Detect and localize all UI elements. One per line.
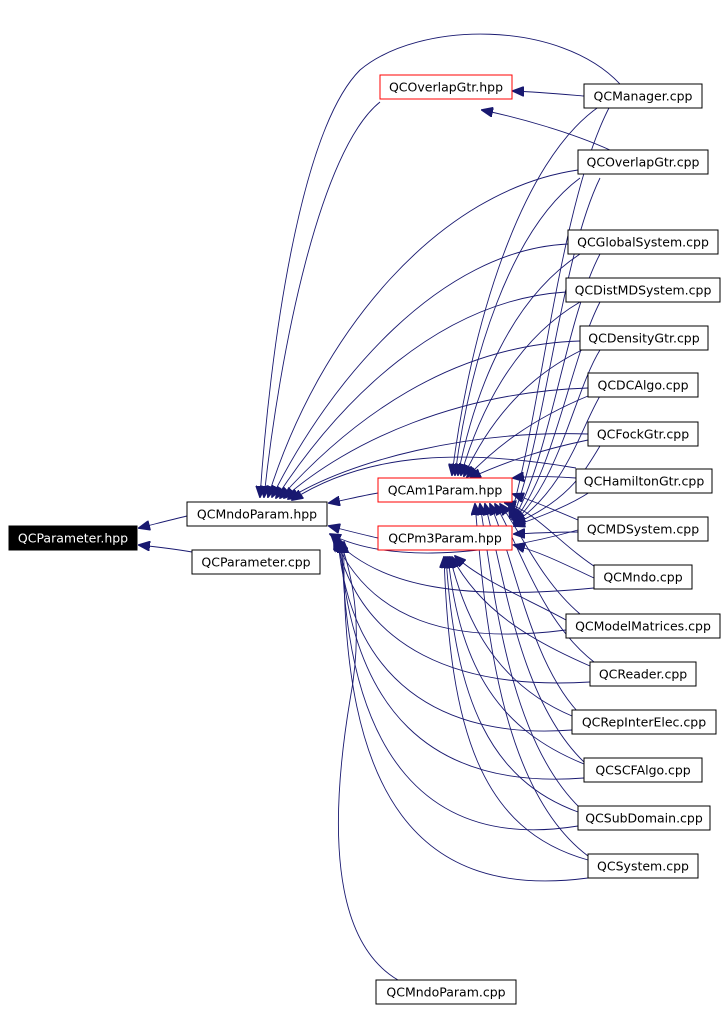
node-label: QCOverlapGtr.hpp — [389, 80, 503, 95]
node-qcsubdomain-cpp[interactable]: QCSubDomain.cpp — [577, 805, 711, 831]
edge-mndo-to-pm3 — [514, 545, 595, 579]
edge-mdsystem-to-pm3 — [514, 532, 579, 534]
edge-globalsys-to-mndoparam — [272, 243, 569, 497]
edge-dcalgo-to-mndoparam — [284, 387, 589, 498]
edge-modelmat-to-am1 — [500, 504, 581, 615]
node-qcam1param-hpp[interactable]: QCAm1Param.hpp — [377, 477, 513, 503]
edge-distmd-to-am1 — [461, 301, 581, 475]
node-qcglobalsystem-cpp[interactable]: QCGlobalSystem.cpp — [567, 229, 719, 255]
edge-reader-to-mndoparam-low — [336, 539, 591, 684]
node-qcdcalgo-cpp[interactable]: QCDCAlgo.cpp — [587, 372, 699, 398]
edge-scf-to-mndoparam-low — [340, 541, 585, 780]
edge-system-to-mndoparam-low — [344, 542, 589, 882]
edge-reader-to-pm3 — [452, 557, 591, 667]
node-qcdensitygtr-cpp[interactable]: QCDensityGtr.cpp — [579, 325, 709, 351]
edge-system-to-am1 — [475, 504, 589, 857]
edge-modelmat-to-pm3 — [455, 556, 567, 621]
edge-overlaphpp-to-mndoparam — [264, 101, 381, 497]
node-qcmndoparam-cpp[interactable]: QCMndoParam.cpp — [375, 979, 517, 1005]
node-label: QCModelMatrices.cpp — [575, 619, 711, 634]
edge-hamilton-to-pm3 — [514, 491, 591, 526]
edge-mndoparam-to-parameter — [139, 515, 188, 528]
edge-density-to-am1 — [464, 349, 583, 476]
edge-fock-to-pm3 — [514, 445, 601, 524]
edge-fock-to-mndoparam — [288, 433, 589, 499]
edge-overlapcpp-to-am1 — [455, 177, 581, 475]
edge-density-to-pm3 — [514, 349, 601, 522]
node-label: QCParameter.hpp — [18, 531, 128, 546]
node-label: QCSystem.cpp — [597, 859, 689, 874]
node-label: QCMDSystem.cpp — [587, 522, 699, 537]
node-qcmndo-cpp[interactable]: QCMndo.cpp — [593, 564, 693, 590]
node-label: QCSubDomain.cpp — [585, 811, 703, 826]
node-label: QCDistMDSystem.cpp — [575, 283, 712, 298]
node-qcrepinterelec-cpp[interactable]: QCRepInterElec.cpp — [571, 709, 717, 735]
edge-mndo-to-mndoparam-low — [332, 537, 595, 593]
node-label: QCDCAlgo.cpp — [597, 378, 688, 393]
node-qcmanager-cpp[interactable]: QCManager.cpp — [583, 83, 703, 109]
edge-am1-to-mndoparam — [329, 492, 379, 503]
edge-parametercpp-to-parameter — [139, 545, 193, 553]
node-qcmdsystem-cpp[interactable]: QCMDSystem.cpp — [577, 516, 709, 542]
edge-fock-to-am1 — [470, 439, 589, 478]
edge-distmd-to-mndoparam — [276, 291, 567, 498]
edge-subdomain-to-pm3 — [446, 557, 579, 813]
edge-manager-to-mndoparam — [260, 33, 621, 497]
node-label: QCParameter.cpp — [201, 555, 310, 570]
edge-scf-to-pm3 — [448, 557, 585, 765]
edge-reader-to-am1 — [495, 504, 595, 663]
edge-repinter-to-pm3 — [450, 557, 573, 717]
node-qcreader-cpp[interactable]: QCReader.cpp — [589, 661, 697, 687]
node-label: QCReader.cpp — [599, 667, 687, 682]
node-qcmodelmatrices-cpp[interactable]: QCModelMatrices.cpp — [565, 613, 721, 639]
edge-globalsys-to-am1 — [458, 253, 581, 475]
edge-dcalgo-to-pm3 — [514, 395, 601, 523]
edge-mdsystem-to-am1 — [513, 494, 579, 521]
node-label: QCPm3Param.hpp — [388, 531, 502, 546]
node-qcoverlapgtr-hpp[interactable]: QCOverlapGtr.hpp — [379, 74, 513, 100]
node-qcoverlapgtr-cpp[interactable]: QCOverlapGtr.cpp — [577, 149, 709, 175]
edge-mndoparamcpp-to-mndoparam — [337, 540, 399, 981]
node-qcdistmdsystem-cpp[interactable]: QCDistMDSystem.cpp — [565, 277, 721, 303]
edge-hamilton-to-am1 — [513, 477, 577, 479]
edge-modelmat-to-mndoparam-low — [334, 538, 567, 635]
node-qcsystem-cpp[interactable]: QCSystem.cpp — [587, 853, 699, 879]
edge-density-to-mndoparam — [280, 340, 581, 498]
edge-manager-to-overlaphpp — [513, 91, 585, 97]
node-label: QCFockGtr.cpp — [597, 427, 689, 442]
node-qcfockgtr-cpp[interactable]: QCFockGtr.cpp — [587, 421, 699, 447]
node-label: QCAm1Param.hpp — [388, 483, 503, 498]
edge-overlapcpp-to-overlaphpp — [482, 110, 611, 151]
edge-repinter-to-mndoparam-low — [338, 540, 573, 732]
node-qchamiltongtr-cpp[interactable]: QCHamiltonGtr.cpp — [575, 468, 713, 494]
edge-mdsystem-to-mndoparam-low — [330, 529, 579, 554]
node-qcpm3param-hpp[interactable]: QCPm3Param.hpp — [377, 525, 513, 551]
edge-system-to-pm3 — [444, 557, 589, 861]
node-label: QCDensityGtr.cpp — [588, 331, 699, 346]
edge-manager-to-am1 — [452, 105, 601, 475]
node-qcscfalgo-cpp[interactable]: QCSCFAlgo.cpp — [583, 757, 703, 783]
node-label: QCSCFAlgo.cpp — [595, 763, 690, 778]
node-qcparameter-cpp[interactable]: QCParameter.cpp — [191, 549, 321, 575]
node-qcparameter-hpp[interactable]: QCParameter.hpp — [8, 525, 138, 551]
node-label: QCMndo.cpp — [603, 570, 682, 585]
edge-subdomain-to-mndoparam-low — [342, 542, 579, 831]
node-label: QCHamiltonGtr.cpp — [584, 474, 705, 489]
edge-hamilton-to-mndoparam — [292, 456, 577, 500]
node-label: QCRepInterElec.cpp — [582, 715, 706, 730]
node-qcmndoparam-hpp[interactable]: QCMndoParam.hpp — [186, 501, 328, 527]
node-label: QCMndoParam.cpp — [386, 985, 505, 1000]
node-label: QCGlobalSystem.cpp — [577, 235, 709, 250]
edge-overlapcpp-to-pm3 — [512, 177, 601, 519]
edge-dcalgo-to-am1 — [467, 395, 589, 477]
edge-pm3-to-mndoparam — [329, 526, 379, 539]
node-label: QCManager.cpp — [594, 89, 693, 104]
node-label: QCOverlapGtr.cpp — [587, 155, 700, 170]
node-label: QCMndoParam.hpp — [197, 507, 317, 522]
edge-overlapcpp-to-mndoparam — [268, 169, 579, 497]
